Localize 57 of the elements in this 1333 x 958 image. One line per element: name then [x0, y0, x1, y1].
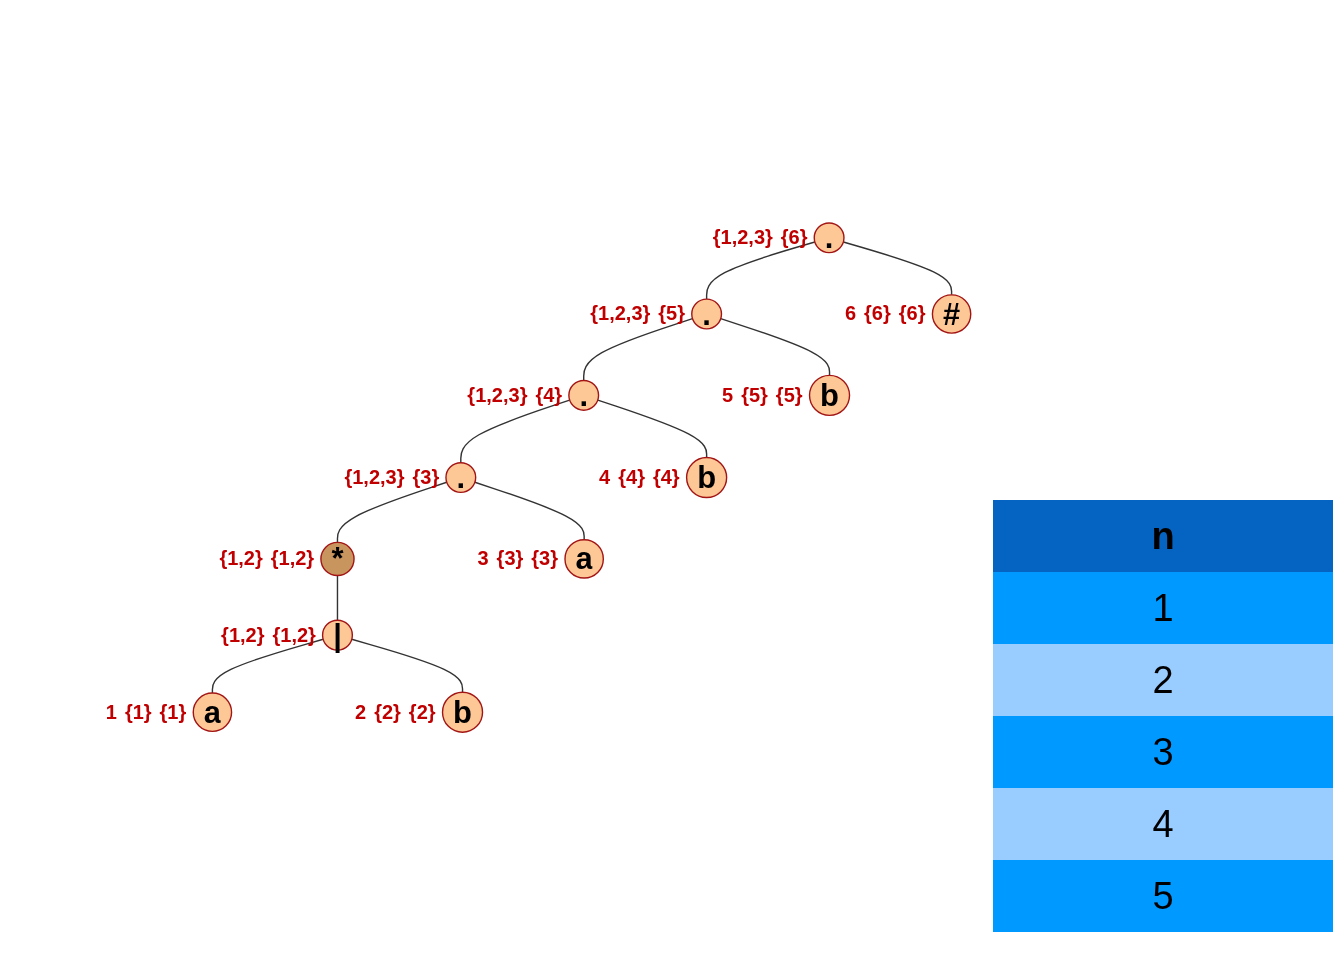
- set-label: 5: [722, 383, 734, 407]
- node-circle: a: [563, 539, 604, 579]
- connector: [582, 317, 693, 382]
- set-label: {5}: [775, 383, 803, 407]
- set-label: {1,2,3}: [590, 302, 651, 326]
- connector: [459, 399, 570, 464]
- set-label: {1,2}: [221, 623, 265, 647]
- connector: [842, 241, 952, 296]
- connector: [719, 317, 830, 377]
- set-label: {5}: [658, 302, 686, 326]
- set-label: {6}: [864, 302, 891, 326]
- node-circle: .: [813, 222, 845, 254]
- set-label: {1}: [159, 700, 187, 724]
- node-circle: b: [441, 691, 483, 733]
- table-cell: 5: [993, 860, 1333, 932]
- connector: [336, 481, 447, 544]
- node-circle: .: [690, 298, 722, 330]
- set-label: {1,2}: [272, 623, 316, 647]
- set-label: {1,2,3}: [344, 466, 405, 490]
- set-label: {1,2,3}: [467, 383, 528, 407]
- set-label: {6}: [898, 302, 926, 326]
- table-cell: 2: [993, 644, 1333, 716]
- set-label: {3}: [531, 547, 558, 571]
- node-circle: #: [931, 294, 971, 334]
- table-cell: 4: [993, 788, 1333, 860]
- set-label: {4}: [652, 466, 680, 490]
- set-label: {4}: [535, 383, 563, 407]
- node-circle: |: [321, 619, 353, 651]
- set-label: {1}: [124, 700, 152, 724]
- node-circle: b: [685, 456, 727, 499]
- set-label: {5}: [741, 383, 768, 407]
- table-cell: 1: [993, 572, 1333, 644]
- table-header: n: [993, 500, 1333, 572]
- set-label: {2}: [374, 700, 401, 724]
- set-label: 2: [355, 700, 367, 724]
- node-circle: *: [319, 541, 355, 577]
- set-label: {3}: [412, 466, 440, 490]
- connector: [211, 638, 324, 694]
- node-circle: .: [567, 379, 599, 411]
- connector: [336, 574, 338, 621]
- set-label: 4: [599, 466, 611, 490]
- set-label: 6: [844, 302, 857, 326]
- connector: [350, 638, 463, 693]
- set-label: {1,2,3}: [712, 226, 773, 250]
- node-circle: .: [444, 462, 476, 494]
- set-label: 3: [477, 547, 489, 571]
- connector: [596, 399, 707, 459]
- set-label: {1,2}: [270, 547, 315, 571]
- set-label: {2}: [408, 700, 436, 724]
- set-label: {3}: [496, 547, 524, 571]
- table-cell: 3: [993, 716, 1333, 788]
- set-label: {1,2}: [219, 547, 263, 571]
- node-circle: a: [192, 692, 232, 733]
- set-label: {6}: [780, 226, 808, 250]
- set-label: 1: [105, 700, 117, 724]
- node-circle: b: [808, 374, 850, 417]
- set-label: {4}: [618, 466, 645, 490]
